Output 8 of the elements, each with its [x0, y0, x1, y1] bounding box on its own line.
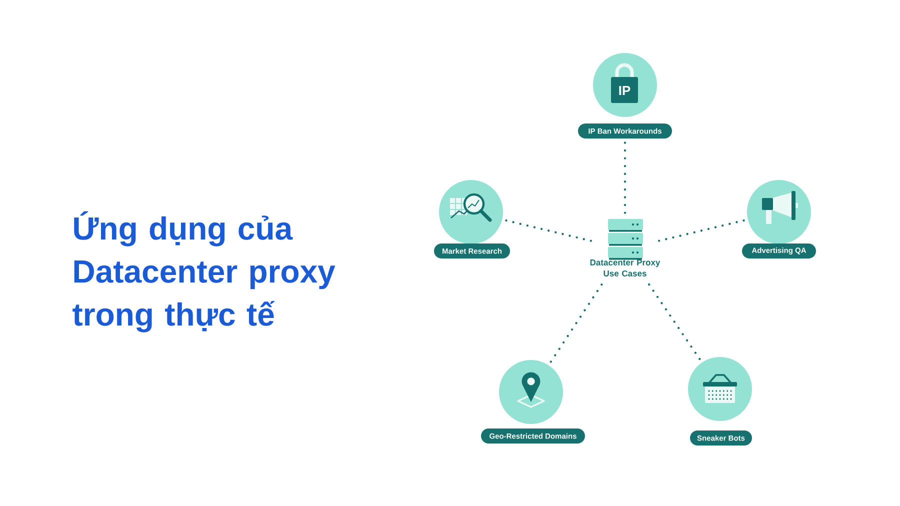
dotted-line: [550, 283, 603, 363]
title: Ứng dụng của Datacenter proxy trong thực tế: [72, 211, 336, 332]
node-label: Datacenter Proxy Use Cases: [590, 260, 660, 276]
dotted-line: [624, 142, 626, 214]
dotted-line: [505, 219, 592, 242]
lock-text: IP: [619, 86, 630, 95]
dotted-line: [658, 219, 745, 242]
dotted-line: [648, 283, 701, 360]
